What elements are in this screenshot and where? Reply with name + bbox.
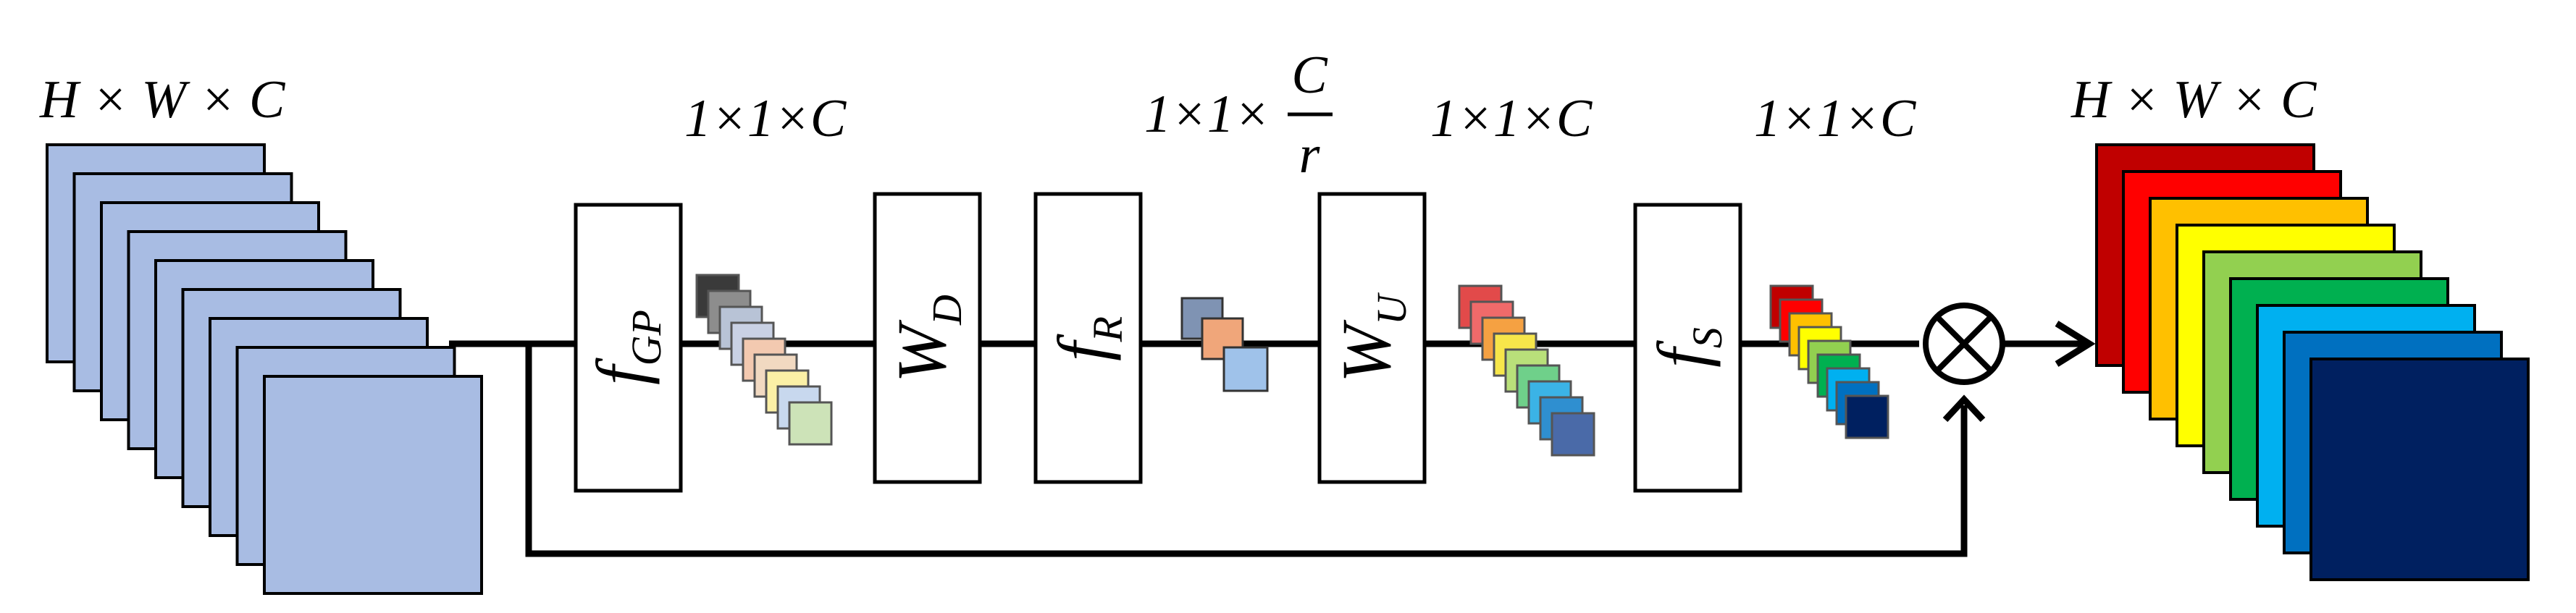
upsample-weight-box — [1317, 192, 1427, 484]
input-feature-map — [46, 143, 483, 595]
up-dims-label: 1×1×C — [1430, 89, 1593, 148]
skip-arrow-head — [1942, 394, 1986, 423]
reduce-dims-label: 1×1× C r — [1144, 46, 1333, 185]
wu-sub: U — [1368, 292, 1415, 325]
wu-base: W — [1327, 319, 1405, 383]
multiply-operator — [1923, 303, 2005, 385]
scale-channel-squares — [1769, 284, 1889, 439]
r-sub: R — [1084, 316, 1131, 342]
pooled-channel-square — [788, 401, 833, 446]
expanded-channel-square — [1551, 412, 1595, 457]
output-feature-map — [2095, 143, 2530, 581]
output-arrow-head — [2055, 321, 2096, 367]
downsample-weight-label: WD — [883, 295, 970, 383]
s-sub: S — [1684, 327, 1731, 348]
scale-channel-square — [1845, 394, 1889, 439]
wd-sub: D — [923, 295, 970, 326]
output-layer — [2309, 358, 2530, 581]
svg-text:WU: WU — [1327, 292, 1415, 383]
global-pooling-box — [574, 203, 683, 493]
reduce-dims-denominator: r — [1299, 125, 1321, 185]
sigmoid-box — [1633, 203, 1742, 493]
relu-box — [1033, 192, 1143, 484]
scale-dims-label: 1×1×C — [1754, 89, 1917, 148]
input-layer — [263, 375, 483, 595]
expanded-channel-squares — [1458, 284, 1595, 457]
pooled-channel-squares — [695, 274, 833, 446]
reduce-dims-numerator: C — [1291, 46, 1328, 105]
svg-text:WD: WD — [883, 295, 970, 383]
reduce-dims-prefix: 1×1× — [1144, 85, 1270, 144]
input-dims-label: H × W × C — [39, 70, 286, 130]
gp-dims-label: 1×1×C — [684, 89, 847, 148]
output-dims-label: H × W × C — [2071, 70, 2317, 130]
downsample-weight-box — [873, 192, 982, 484]
global-pooling-label: fGP — [582, 310, 670, 385]
reduced-channel-squares — [1180, 297, 1269, 392]
svg-text:fGP: fGP — [582, 310, 670, 385]
reduced-channel-square — [1222, 346, 1269, 392]
upsample-weight-label: WU — [1327, 292, 1415, 383]
gp-sub: GP — [623, 310, 670, 365]
wd-base: W — [883, 319, 960, 383]
skip-connection-line — [525, 344, 1968, 557]
